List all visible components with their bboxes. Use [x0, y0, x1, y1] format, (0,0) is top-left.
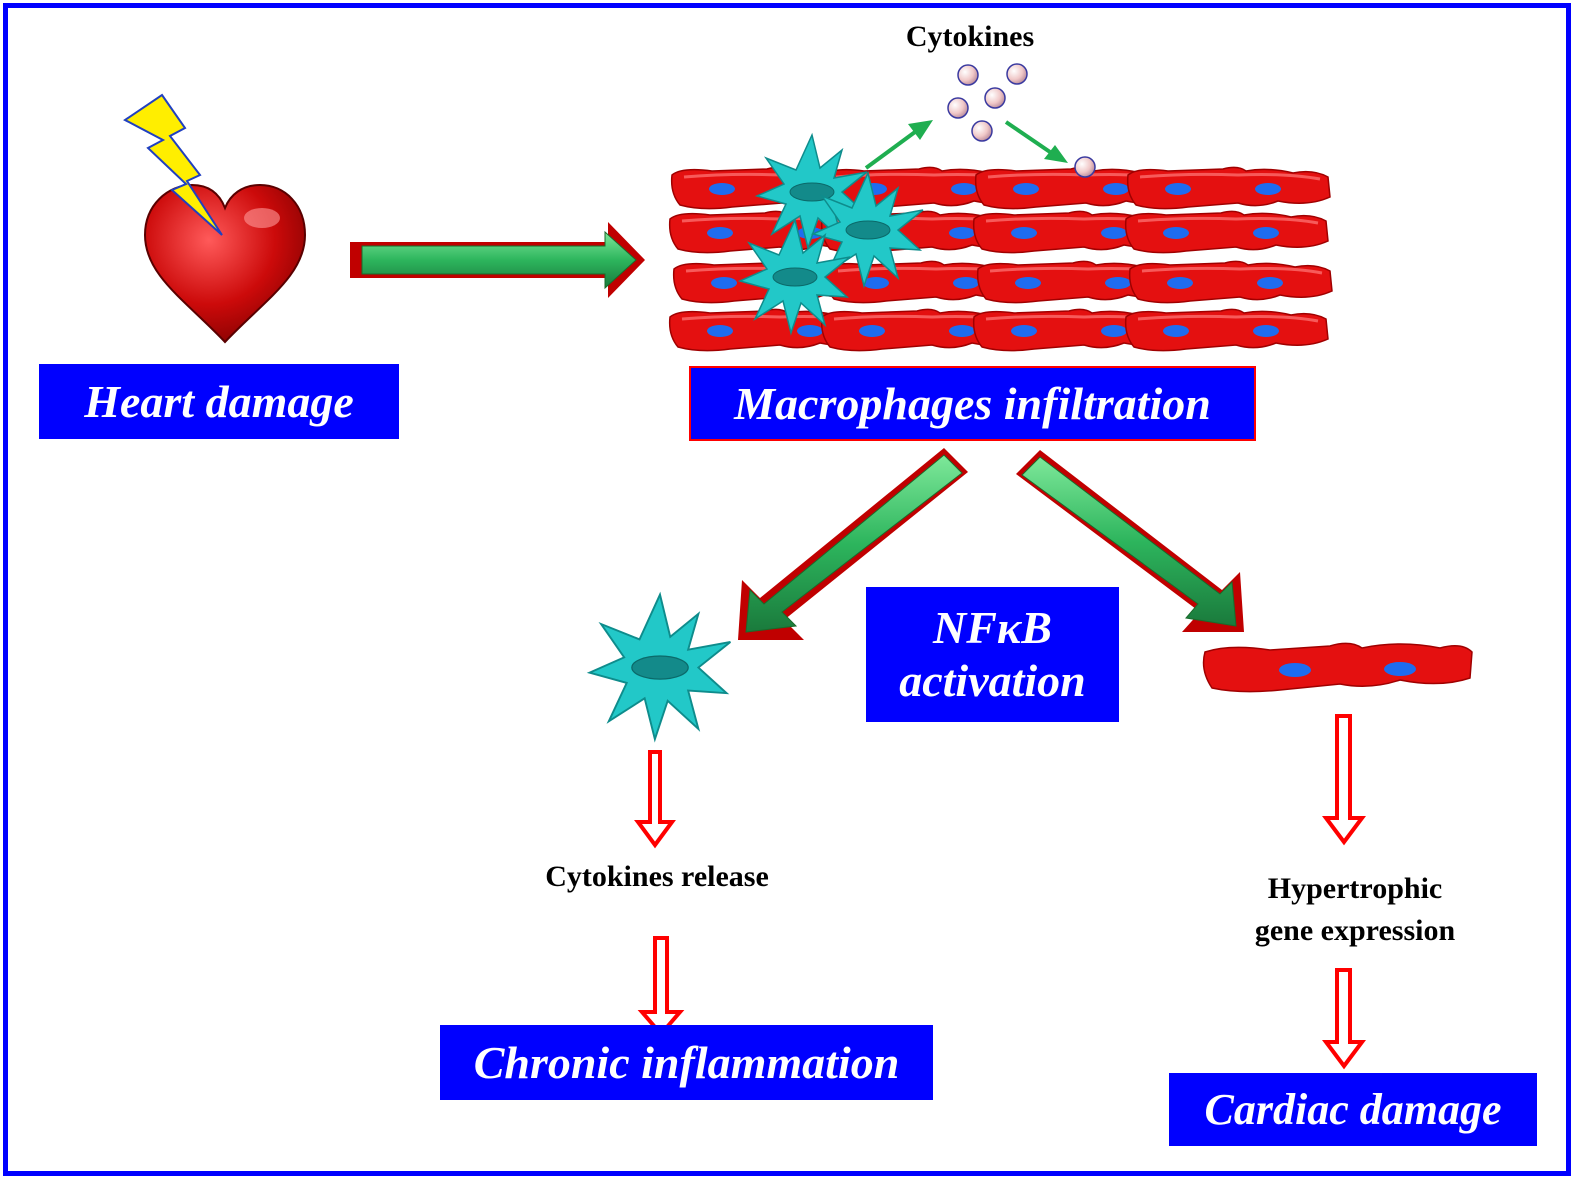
heart-icon [143, 183, 307, 344]
hypertrophic-gene-expression-label: Hypertrophic gene expression [1210, 868, 1500, 952]
chronic-inflammation-label: Chronic inflammation [473, 1037, 900, 1088]
macrophages-infiltration-label: Macrophages infiltration [734, 378, 1211, 429]
heart-damage-label: Heart damage [84, 376, 354, 427]
red-down-arrows [634, 714, 1366, 1070]
nfkb-activation-box: NFκB activation [866, 587, 1119, 722]
diagram-frame [3, 3, 1571, 1176]
lightning-icon [123, 93, 223, 236]
arrow-to-macrophage [738, 448, 968, 640]
cytokines-release-label: Cytokines release [545, 860, 769, 893]
cardiomyocyte-icon [1202, 642, 1473, 693]
heart-damage-box: Heart damage [39, 364, 399, 439]
macrophages-infiltration-box: Macrophages infiltration [689, 366, 1256, 441]
cardiac-damage-label: Cardiac damage [1204, 1085, 1502, 1134]
activation-label: activation [899, 654, 1086, 706]
nfkb-label: NFκB [933, 601, 1052, 653]
cytokine-arrows [864, 120, 1068, 170]
cytokines-label: Cytokines [905, 20, 1035, 53]
arrow-heart-to-tissue [350, 222, 645, 298]
gene-expression-line: gene expression [1254, 914, 1456, 947]
arrow-to-cardiomyocyte [1016, 450, 1244, 632]
macrophage-icon [588, 593, 732, 741]
cardiac-damage-box: Cardiac damage [1169, 1073, 1537, 1146]
chronic-inflammation-box: Chronic inflammation [440, 1025, 933, 1100]
cytokine-particle-icon [947, 63, 1096, 178]
hypertrophic-line: Hypertrophic [1267, 872, 1443, 905]
